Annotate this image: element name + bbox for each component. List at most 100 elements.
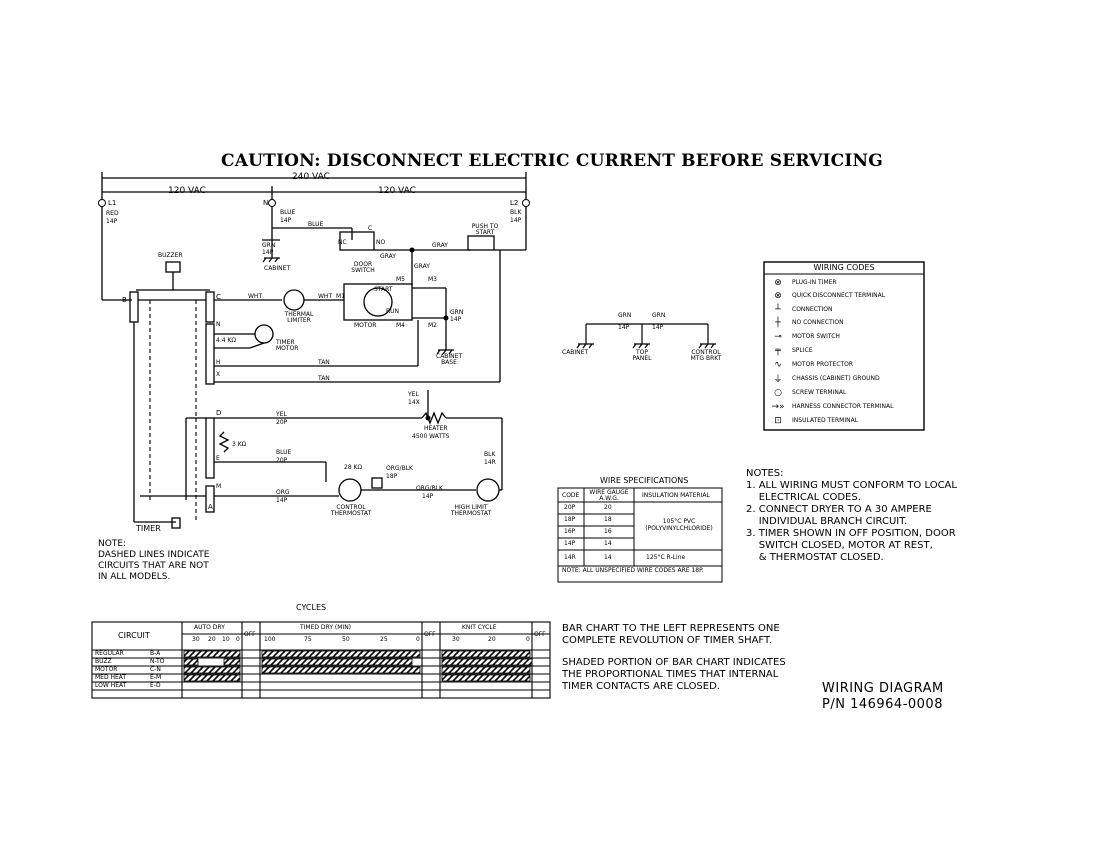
run-label: RUN <box>386 308 400 315</box>
timed-dry-tick: 75 <box>304 636 312 643</box>
legend-label: SCREW TERMINAL <box>792 389 847 396</box>
legend-label: QUICK DISCONNECT TERMINAL <box>792 292 886 299</box>
term-d-label: D <box>216 409 222 417</box>
blue-n-label: BLUE <box>280 209 296 216</box>
notes-title: NOTES: <box>746 468 784 479</box>
cycle-row-name: MOTOR <box>95 666 118 673</box>
term-h-label: H <box>216 359 221 366</box>
timer-label: TIMER <box>136 524 161 533</box>
timed-dry-tick: 25 <box>380 636 388 643</box>
bar-buzz-4 <box>441 658 533 666</box>
voltage-120-right-label: 120 VAC <box>378 186 416 196</box>
wire-spec-gauge: 16 <box>604 528 612 535</box>
ground-control-mtg-label: CONTROL MTG BRKT <box>690 349 722 362</box>
grn2-wire-label: GRN <box>450 309 464 316</box>
cycle-row-contacts: B-A <box>150 650 161 657</box>
blue2-wire-label: BLUE <box>276 449 292 456</box>
no-connection-icon: ┼ <box>775 317 781 328</box>
screw-terminal-icon: ○ <box>774 387 782 398</box>
legend-label: INSULATED TERMINAL <box>792 417 859 424</box>
blue-n-gauge: 14P <box>280 217 292 224</box>
knit-tick: 20 <box>488 636 496 643</box>
legend-row: ⊗QUICK DISCONNECT TERMINAL <box>770 289 885 302</box>
gray-wire-1: GRAY <box>380 253 396 260</box>
blue-wire-label: BLUE <box>308 221 324 228</box>
tan-wire-1: TAN <box>318 359 330 366</box>
legend-row: ○ SCREW TERMINAL <box>770 386 846 399</box>
wiring-codes-legend: ⊗ PLUG-IN TIMER ⊗QUICK DISCONNECT TERMINA… <box>764 276 924 430</box>
cabinet-ground-label: CABINET <box>264 265 291 272</box>
dashed-note-line-3: IN ALL MODELS. <box>98 572 171 582</box>
legend-label: CHASSIS (CABINET) GROUND <box>792 375 880 382</box>
auto-dry-tick: 30 <box>192 636 200 643</box>
bar-med-knit <box>441 674 531 682</box>
legend-row: →» HARNESS CONNECTOR TERMINAL <box>770 400 893 413</box>
resistor-3k-label: 3 KΩ <box>232 441 247 448</box>
yel-wire-label: YEL <box>276 411 287 418</box>
wire-spec-code: 20P <box>564 504 576 511</box>
legend-row: ∿MOTOR PROTECTOR <box>770 358 853 371</box>
yel2-wire-gauge: 14X <box>408 399 420 406</box>
dashed-note-line-1: DASHED LINES INDICATE <box>98 550 210 560</box>
bar-regular-timed <box>261 650 421 658</box>
thermal-limiter-label: THERMAL LIMITER <box>284 311 314 324</box>
push-to-start-label: PUSH TO START <box>471 223 499 236</box>
cycles-knit-header: KNIT CYCLE <box>462 624 497 631</box>
term-b-label: B <box>122 296 127 304</box>
term-a-label: A <box>208 503 213 511</box>
blk-wire-gauge: 14P <box>510 217 522 224</box>
wire-specs-header-insulation: INSULATION MATERIAL <box>642 492 710 499</box>
yel2-wire-label: YEL <box>408 391 419 398</box>
door-nc-label: NC <box>338 239 347 246</box>
cycle-row-contacts: N-TO <box>150 658 165 665</box>
bar-motor-auto <box>183 666 241 674</box>
bar-note-2-line-1: SHADED PORTION OF BAR CHART INDICATES <box>562 657 786 668</box>
ground-grn-b-label: GRN <box>652 312 666 319</box>
ground-cabinet-label: CABINET <box>562 349 589 356</box>
notes-line-4: INDIVIDUAL BRANCH CIRCUIT. <box>746 516 908 527</box>
cycles-circuit-header: CIRCUIT <box>118 631 150 640</box>
gray-wire-2: GRAY <box>432 242 448 249</box>
cycle-row-contacts: E-M <box>150 674 162 681</box>
cycles-off-2: OFF <box>424 631 436 638</box>
legend-label: NO CONNECTION <box>792 319 844 326</box>
wire-spec-note: NOTE: ALL UNSPECIFIED WIRE CODES ARE 18P… <box>562 567 704 574</box>
timed-dry-tick: 50 <box>342 636 350 643</box>
ground-grn-a-gauge: 14P <box>618 324 630 331</box>
legend-label: PLUG-IN TIMER <box>792 279 837 286</box>
wire-spec-rubber: 125°C R-Line <box>646 554 686 561</box>
harness-connector-icon: →» <box>771 401 785 412</box>
wire-spec-gauge: 20 <box>604 504 612 511</box>
control-thermostat-label: CONTROL THERMOSTAT <box>330 504 372 517</box>
notes-line-3: 2. CONNECT DRYER TO A 30 AMPERE <box>746 504 932 515</box>
ground-grn-b-gauge: 14P <box>652 324 664 331</box>
buzzer-label: BUZZER <box>158 252 183 259</box>
blue2-wire-gauge: 20P <box>276 457 288 464</box>
wire-specs-title: WIRE SPECIFICATIONS <box>600 476 689 485</box>
dashed-note-title: NOTE: <box>98 539 127 549</box>
cycle-row-contacts: E-D <box>150 682 161 689</box>
wire-spec-code: 18P <box>564 516 576 523</box>
cycle-row-name: BUZZ <box>95 658 112 665</box>
yel-wire-gauge: 20P <box>276 419 288 426</box>
bar-med-auto <box>183 674 241 682</box>
part-number: P/N 146964-0008 <box>822 697 943 712</box>
cycle-row-name: REGULAR <box>95 650 124 657</box>
bar-motor-timed <box>261 666 421 674</box>
dashed-note-line-2: CIRCUITS THAT ARE NOT <box>98 561 209 571</box>
motor-protector-icon: ∿ <box>774 359 782 370</box>
term-x-label: X <box>216 371 221 378</box>
bar-buzz-3 <box>261 658 413 666</box>
n-label: N <box>263 199 269 207</box>
bar-notes: BAR CHART TO THE LEFT REPRESENTS ONE COM… <box>562 623 786 693</box>
plug-in-timer-icon: ⊗ <box>774 277 782 288</box>
term-n-label: N <box>216 321 221 328</box>
cycles-title: CYCLES <box>296 603 327 612</box>
org-wire-label: ORG <box>276 489 290 496</box>
legend-label: HARNESS CONNECTOR TERMINAL <box>792 403 894 410</box>
bar-motor-knit <box>441 666 531 674</box>
knit-tick: 30 <box>452 636 460 643</box>
m2-label: M2 <box>428 322 437 329</box>
legend-row: ⊸MOTOR SWITCH <box>770 330 840 343</box>
door-switch-label: DOOR SWITCH <box>351 261 375 274</box>
